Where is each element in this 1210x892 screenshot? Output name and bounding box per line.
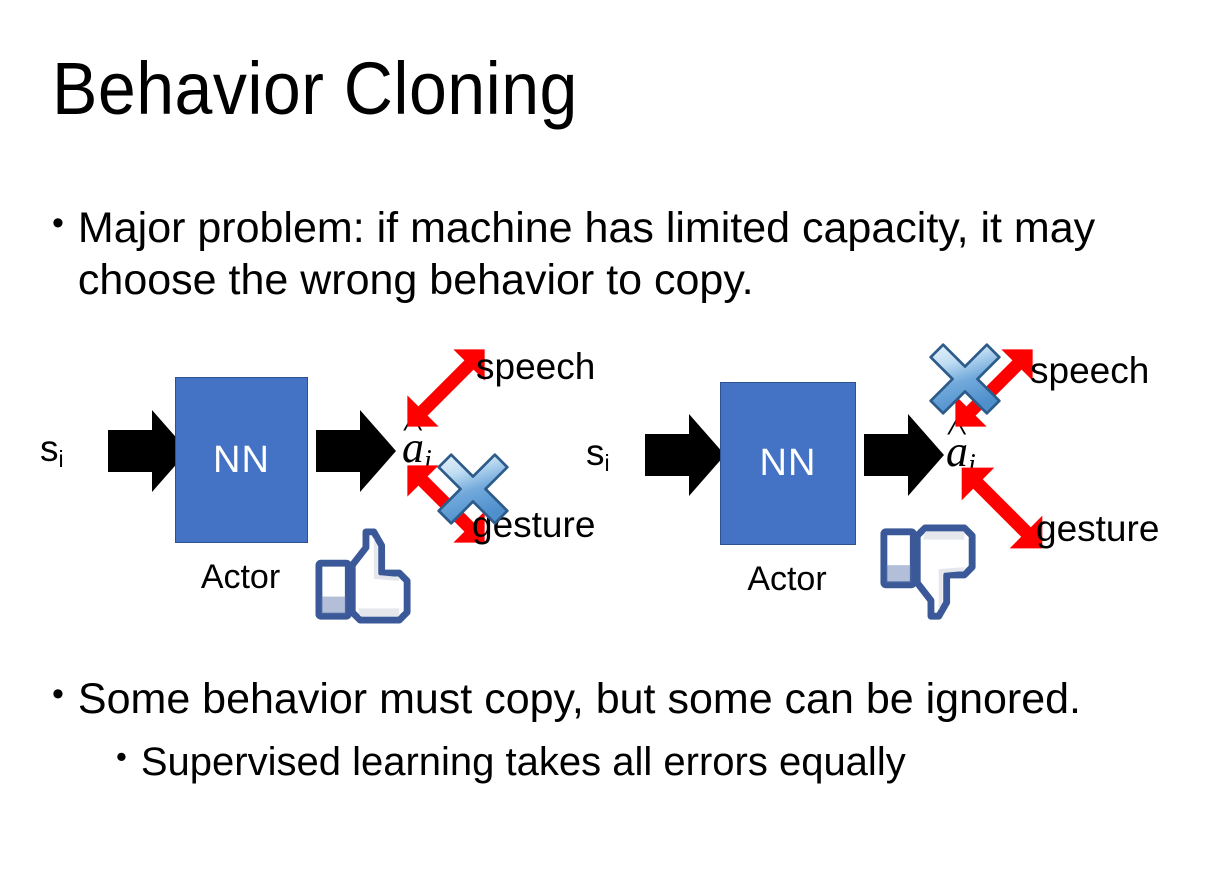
cross-out-x-icon: [434, 450, 512, 528]
thumbs-down-icon: [878, 522, 980, 624]
output-arrow-icon: [316, 408, 396, 494]
output-action-label: ai: [402, 426, 432, 477]
branch-arrow-speech-icon: [948, 342, 1040, 434]
bullet-marker: •: [52, 204, 64, 242]
input-state-label: si: [40, 428, 64, 473]
nn-label: NN: [213, 438, 270, 481]
actor-caption: Actor: [747, 560, 827, 598]
input-arrow-icon: [108, 408, 188, 494]
bullet-supervised-learning: • Supervised learning takes all errors e…: [116, 737, 1166, 787]
branch-label-gesture: gesture: [1036, 508, 1160, 549]
page-title: Behavior Cloning: [52, 47, 578, 130]
actor-caption: Actor: [200, 558, 281, 596]
branch-label-speech: speech: [1030, 350, 1150, 391]
input-state-label: si: [586, 432, 610, 477]
neural-network-box: NN: [720, 382, 856, 545]
bullet-some-behavior: • Some behavior must copy, but some can …: [52, 673, 1162, 725]
branch-arrow-speech-icon: [400, 342, 492, 434]
bullet-marker: •: [116, 739, 127, 774]
nn-label: NN: [759, 442, 817, 484]
bullet-text: Supervised learning takes all errors equ…: [140, 740, 906, 784]
output-arrow-icon: [864, 412, 944, 498]
bullet-text: Some behavior must copy, but some can be…: [77, 675, 1081, 723]
cross-out-x-icon: [926, 340, 1004, 418]
branch-arrow-gesture-icon: [954, 460, 1050, 556]
output-action-label: ai: [946, 430, 976, 481]
branch-label-speech: speech: [476, 346, 596, 387]
diagram-actor-negative: si NN Actor ai: [580, 330, 1180, 640]
neural-network-box: NN: [175, 377, 308, 543]
bullet-marker: •: [52, 675, 64, 713]
thumbs-up-icon: [313, 526, 415, 624]
bullet-major-problem: • Major problem: if machine has limited …: [52, 202, 1112, 306]
input-arrow-icon: [645, 412, 725, 498]
bullet-text: Major problem: if machine has limited ca…: [77, 204, 1096, 304]
diagram-actor-positive: si NN Actor ai: [10, 330, 610, 640]
